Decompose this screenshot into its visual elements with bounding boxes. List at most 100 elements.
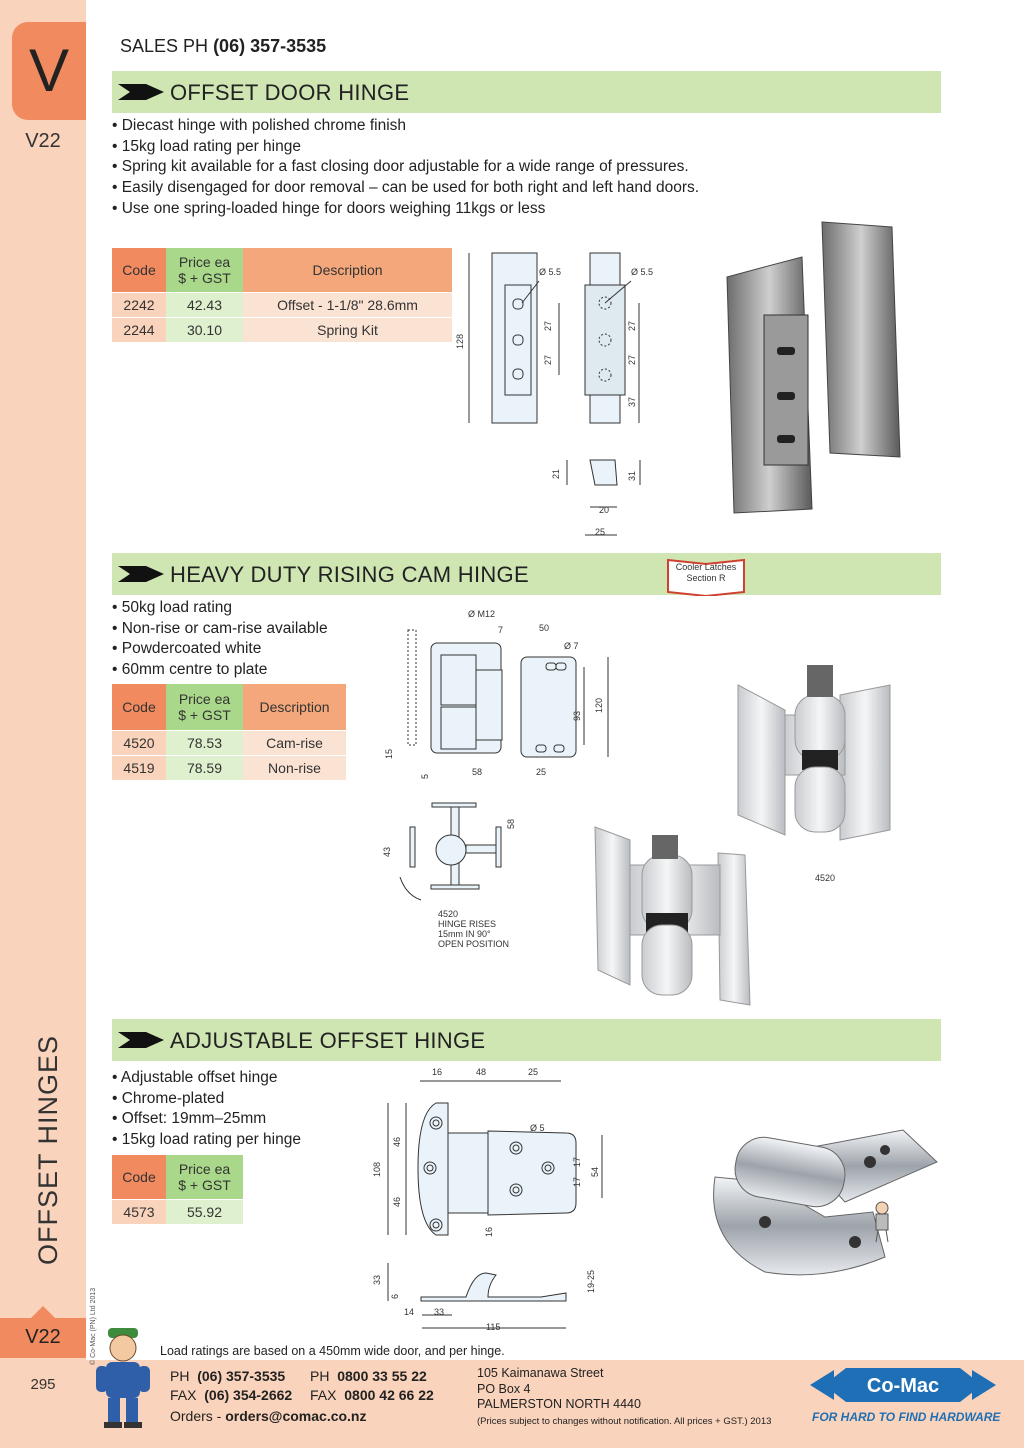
feature-item: Easily disengaged for door removal – can… xyxy=(112,178,699,199)
address-line: 105 Kaimanawa Street xyxy=(477,1366,604,1380)
footer-freephone: PH 0800 33 55 22 xyxy=(310,1368,427,1384)
cell-description: Cam-rise xyxy=(243,730,346,756)
dimension-label: 25 xyxy=(536,767,546,777)
dimension-label: 16 xyxy=(484,1227,494,1237)
dimension-label: 5 xyxy=(420,774,430,779)
dimension-label: 37 xyxy=(627,397,637,407)
dimension-label: 25 xyxy=(528,1067,538,1077)
dimension-label: Ø 5.5 xyxy=(539,267,561,277)
dimension-label: 128 xyxy=(455,334,465,349)
mascot-icon xyxy=(96,1328,150,1428)
cell-price: 30.10 xyxy=(166,317,243,343)
dimension-label: Ø 7 xyxy=(564,641,579,651)
address-line: PALMERSTON NORTH 4440 xyxy=(477,1397,641,1411)
footer-phone: PH (06) 357-3535 xyxy=(170,1368,286,1384)
dimension-label: 27 xyxy=(543,355,553,365)
section-code-bottom: V22 xyxy=(25,1326,61,1348)
photo-label: 4520 xyxy=(815,873,835,883)
section-title: OFFSET DOOR HINGE xyxy=(170,80,410,105)
feature-list: Diecast hinge with polished chrome finis… xyxy=(112,116,699,220)
col-code: Code xyxy=(112,684,166,731)
arrow-icon xyxy=(118,84,164,100)
section-header-offset-door-hinge: OFFSET DOOR HINGE xyxy=(112,71,941,113)
dimension-label: Ø M12 xyxy=(468,609,495,619)
adjustable-offset-hinge-photo xyxy=(713,1129,938,1276)
dimension-label: 115 xyxy=(486,1322,500,1332)
dimension-label: 43 xyxy=(382,847,392,857)
dimension-label: 46 xyxy=(392,1137,402,1147)
orders-email-link[interactable]: orders@comac.co.nz xyxy=(225,1408,367,1424)
feature-item: 60mm centre to plate xyxy=(112,660,328,681)
sales-label: SALES PH xyxy=(120,36,209,56)
cam-hinge-photo: 4520 xyxy=(594,665,891,1006)
dimension-label: 58 xyxy=(472,767,482,777)
section-letter-tab: V xyxy=(12,22,86,120)
section-code-top: V22 xyxy=(25,130,61,152)
dimension-label: 19-25 xyxy=(586,1270,596,1293)
dimension-label: 27 xyxy=(543,321,553,331)
cell-code: 4520 xyxy=(112,730,166,756)
feature-item: Adjustable offset hinge xyxy=(112,1068,301,1089)
table-row: 2244 30.10 Spring Kit xyxy=(112,317,452,343)
dimension-label: 17 xyxy=(572,1157,582,1167)
dimension-label: Ø 5.5 xyxy=(631,267,653,277)
dimension-label: 6 xyxy=(390,1294,400,1299)
note-line: 4520 xyxy=(438,909,458,919)
section-title: ADJUSTABLE OFFSET HINGE xyxy=(170,1028,486,1053)
mascot-small-icon xyxy=(875,1201,889,1243)
dimension-label: 17 xyxy=(572,1177,582,1187)
dimension-label: 25 xyxy=(595,527,605,537)
feature-item: Offset: 19mm–25mm xyxy=(112,1109,301,1130)
dimension-label: 7 xyxy=(498,625,503,635)
dimension-label: 58 xyxy=(506,819,516,829)
load-rating-note: Load ratings are based on a 450mm wide d… xyxy=(160,1344,505,1358)
side-band xyxy=(0,0,86,1448)
footer-orders: Orders - orders@comac.co.nz xyxy=(170,1408,367,1424)
sales-phone-header: SALES PH (06) 357-3535 xyxy=(120,36,326,57)
note-line: OPEN POSITION xyxy=(438,939,509,949)
dimension-label: 15 xyxy=(384,749,394,759)
footer-fax: FAX (06) 354-2662 xyxy=(170,1387,293,1403)
price-disclaimer: (Prices subject to changes without notif… xyxy=(477,1416,772,1427)
dimension-label: 54 xyxy=(590,1167,600,1177)
comac-logo: Co-Mac xyxy=(810,1368,996,1402)
cell-code: 2244 xyxy=(112,317,166,343)
feature-item: Non-rise or cam-rise available xyxy=(112,619,328,640)
badge-line: Cooler Latches xyxy=(676,562,737,572)
dimension-label: 14 xyxy=(404,1307,414,1317)
section-header-heavy-duty-rising-cam-hinge: HEAVY DUTY RISING CAM HINGE xyxy=(112,553,941,595)
arrow-icon xyxy=(118,566,164,582)
table-row: 4519 78.59 Non-rise xyxy=(112,755,346,781)
cell-code: 4573 xyxy=(112,1199,166,1225)
col-price: Price ea$ + GST xyxy=(166,684,243,731)
table-row: 4520 78.53 Cam-rise xyxy=(112,730,346,756)
price-table: Code Price ea$ + GST 4573 55.92 xyxy=(112,1155,243,1225)
price-table: Code Price ea$ + GST Description 4520 78… xyxy=(112,684,346,781)
cell-description: Offset - 1-1/8" 28.6mm xyxy=(243,292,452,318)
section-header-adjustable-offset-hinge: ADJUSTABLE OFFSET HINGE xyxy=(112,1019,941,1061)
offset-door-hinge-photo xyxy=(726,221,901,514)
col-price: Price ea$ + GST xyxy=(166,248,243,293)
feature-list: 50kg load rating Non-rise or cam-rise av… xyxy=(112,598,328,681)
dimension-label: 33 xyxy=(434,1307,444,1317)
feature-item: Diecast hinge with polished chrome finis… xyxy=(112,116,699,137)
dimension-label: 50 xyxy=(539,623,549,633)
address-line: PO Box 4 xyxy=(477,1381,531,1396)
dimension-label: 27 xyxy=(627,321,637,331)
dimension-label: 33 xyxy=(372,1275,382,1285)
cell-price: 42.43 xyxy=(166,292,243,318)
note-line: HINGE RISES xyxy=(438,919,496,929)
page-number: 295 xyxy=(30,1376,56,1393)
dimension-label: 20 xyxy=(599,505,609,515)
col-price: Price ea$ + GST xyxy=(166,1155,243,1200)
tagline: FOR HARD TO FIND HARDWARE xyxy=(812,1410,1001,1424)
cell-price: 78.59 xyxy=(166,755,243,781)
table-row: 2242 42.43 Offset - 1-1/8" 28.6mm xyxy=(112,292,452,318)
cooler-latches-book-badge[interactable]: Cooler Latches Section R xyxy=(666,556,746,596)
dimension-label: 46 xyxy=(392,1197,402,1207)
dimension-label: Ø 5 xyxy=(530,1123,545,1133)
feature-item: Chrome-plated xyxy=(112,1089,301,1110)
dimension-label: 93 xyxy=(572,711,582,721)
cell-description: Non-rise xyxy=(243,755,346,781)
feature-item: Powdercoated white xyxy=(112,639,328,660)
